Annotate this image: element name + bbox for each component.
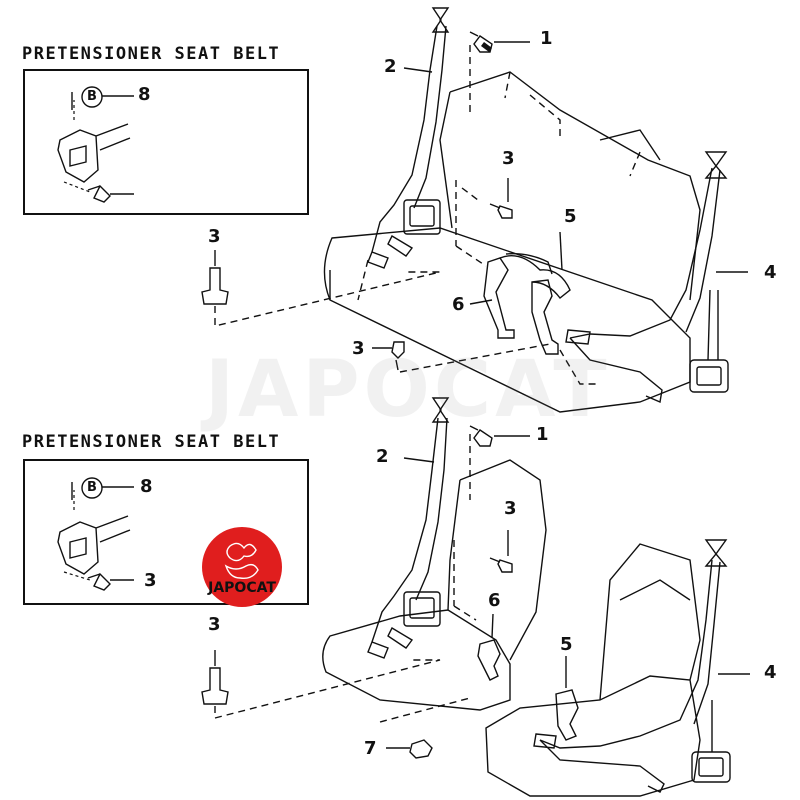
top-assembly [23,7,748,413]
top-callout-5: 5 [564,206,577,227]
top-bolt-3-center [489,203,513,219]
bottom-callout-7: 7 [364,738,377,759]
top-callout-6: 6 [452,294,465,315]
top-buckle-6 [483,257,515,339]
top-bolt-3-left [201,267,229,305]
bottom-callout-6: 6 [488,590,501,611]
top-bolt-1 [469,31,493,53]
bottom-bolt-3-left [201,667,229,705]
top-callout-4: 4 [764,262,777,283]
top-pretensioner-title: PRETENSIONER SEAT BELT [22,44,281,64]
top-belt-4 [569,167,721,339]
bottom-bolt-1 [469,425,493,447]
top-seat-cushion [323,227,691,413]
top-callout-3-low: 3 [352,338,365,359]
bottom-left-seat-cushion [322,609,511,711]
logo-text: JAPOCAT [208,580,276,596]
top-belt-2 [371,25,447,253]
bottom-nut-7 [409,739,433,759]
top-callout-1: 1 [540,28,553,49]
bottom-assembly [23,397,750,797]
bottom-belt-4 [539,559,721,749]
bottom-callout-3-box: 3 [144,570,157,591]
top-pretensioner-bracket [57,92,131,183]
bottom-left-seat-back [447,459,547,661]
bottom-callout-2: 2 [376,446,389,467]
bottom-bolt-3-center [489,557,513,573]
watermark-text: JAPOCAT [205,345,611,435]
top-callout-2: 2 [384,56,397,77]
bottom-buckle-6 [477,639,501,681]
top-callout-3-left: 3 [208,226,221,247]
top-callout-8: 8 [138,84,151,105]
top-circle-b-letter: B [87,89,97,104]
top-buckle-5 [499,255,571,355]
bottom-callout-5: 5 [560,634,573,655]
top-bolt-3-low [391,341,405,371]
bottom-callout-3-center: 3 [504,498,517,519]
bottom-callout-4: 4 [764,662,777,683]
bottom-box-bolt [87,572,111,591]
top-box-bolt [87,184,111,203]
bottom-callout-8: 8 [140,476,153,497]
bottom-buckle-5 [555,689,579,741]
top-seat-back [439,71,701,301]
bottom-callout-1: 1 [536,424,549,445]
top-pretensioner-box [23,69,309,215]
bottom-circle-b-letter: B [87,480,97,495]
bottom-pretensioner-bracket [57,482,131,575]
bottom-belt-2 [371,417,448,643]
bottom-circle-b-marker [81,477,103,499]
top-circle-b-marker [81,86,103,108]
bottom-right-seat [485,543,701,797]
top-callout-3-center: 3 [502,148,515,169]
bottom-pretensioner-box [23,459,309,605]
bottom-pretensioner-title: PRETENSIONER SEAT BELT [22,432,281,452]
japocat-logo [202,527,282,607]
bottom-callout-3-left: 3 [208,614,221,635]
